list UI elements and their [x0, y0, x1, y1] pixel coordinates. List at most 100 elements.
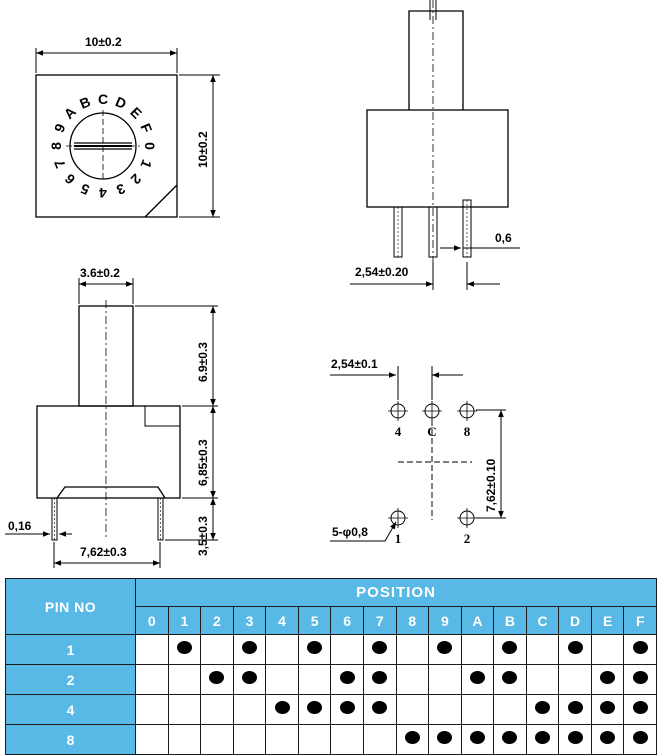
position-col-4: 4: [265, 606, 299, 635]
position-col-b: B: [493, 606, 527, 635]
cell-pin4-pos7: [362, 694, 397, 725]
position-col-8: 8: [395, 606, 430, 635]
pin-label: 4: [5, 694, 136, 725]
cell-pin4-pose: [590, 694, 625, 725]
front-view: [350, 0, 520, 290]
cell-pin1-posc: [525, 634, 560, 665]
position-col-2: 2: [200, 606, 234, 635]
cell-pin8-pos5: [297, 724, 332, 755]
cell-pin2-pos1: [167, 664, 202, 695]
dial-label-7: 7: [51, 157, 69, 171]
on-dot: [600, 730, 616, 744]
cell-pin2-posf: [623, 664, 657, 695]
on-dot: [632, 730, 648, 744]
on-dot: [567, 640, 583, 654]
cell-pin2-pos6: [330, 664, 364, 695]
on-dot: [307, 640, 323, 654]
cell-pin8-pos6: [330, 724, 364, 755]
dial-label-8: 8: [48, 142, 64, 150]
cell-pin4-pos4: [265, 694, 299, 725]
dial-label-e: E: [127, 104, 145, 122]
cell-pin2-pos2: [200, 664, 234, 695]
dial-label-5: 5: [78, 180, 92, 198]
pcb-layout: [330, 366, 506, 542]
position-col-a: A: [460, 606, 495, 635]
cell-pin2-pos9: [428, 664, 462, 695]
on-dot: [437, 640, 453, 654]
on-dot: [469, 670, 485, 684]
dial-label-6: 6: [61, 171, 78, 188]
cell-pin1-pos1: [167, 634, 202, 665]
on-dot: [339, 700, 355, 714]
dim-pcb-pitch: 2,54±0.1: [331, 357, 378, 371]
table-row: 8: [5, 724, 657, 755]
dial-label-2: 2: [128, 171, 145, 188]
cell-pin4-posb: [493, 694, 527, 725]
position-col-0: 0: [135, 606, 169, 635]
switch-body: [36, 405, 181, 499]
cell-pin4-pos8: [395, 694, 430, 725]
on-dot: [241, 670, 257, 684]
dial-label-d: D: [113, 93, 128, 112]
cell-pin2-pos3: [232, 664, 267, 695]
dial-label-f: F: [137, 121, 155, 135]
cell-pin2-pos7: [362, 664, 397, 695]
cell-pin4-pos0: [135, 694, 169, 725]
cell-pin4-pos1: [167, 694, 202, 725]
cell-pin8-pos9: [428, 724, 462, 755]
cell-pin2-posd: [558, 664, 592, 695]
on-dot: [372, 640, 388, 654]
cell-pin1-pos3: [232, 634, 267, 665]
position-col-f: F: [623, 606, 657, 635]
on-dot: [372, 670, 388, 684]
pcb-pin-label-c: C: [427, 424, 436, 439]
on-dot: [632, 670, 648, 684]
pin-label: 8: [5, 724, 136, 755]
position-col-7: 7: [362, 606, 397, 635]
cell-pin1-posa: [460, 634, 495, 665]
on-dot: [535, 730, 551, 744]
cell-pin1-pos4: [265, 634, 299, 665]
on-dot: [567, 730, 583, 744]
position-col-1: 1: [167, 606, 202, 635]
cell-pin1-pos8: [395, 634, 430, 665]
top-view: [35, 48, 220, 218]
cell-pin8-posb: [493, 724, 527, 755]
cell-pin2-posa: [460, 664, 495, 695]
on-dot: [502, 670, 518, 684]
cell-pin2-posb: [493, 664, 527, 695]
top-view-outline: [35, 74, 178, 218]
dim-top-width: 10±0.2: [85, 35, 122, 49]
on-dot: [502, 640, 518, 654]
on-dot: [339, 670, 355, 684]
on-dot: [241, 640, 257, 654]
dim-shaft-height: 6.9±0.3: [196, 342, 210, 382]
dim-shaft-width: 3.6±0.2: [80, 266, 120, 280]
cell-pin1-pose: [590, 634, 625, 665]
cell-pin1-posd: [558, 634, 592, 665]
table-row: 2: [5, 664, 657, 695]
pcb-pin-label-8: 8: [464, 424, 471, 439]
position-col-d: D: [558, 606, 592, 635]
cell-pin8-pos2: [200, 724, 234, 755]
on-dot: [632, 700, 648, 714]
position-col-3: 3: [232, 606, 267, 635]
cell-pin2-pose: [590, 664, 625, 695]
dim-hole-spec: 5-φ0,8: [332, 525, 368, 539]
dim-pin-span: 7,62±0.3: [80, 545, 127, 559]
cell-pin2-pos8: [395, 664, 430, 695]
side-view: [5, 278, 218, 568]
on-dot: [632, 640, 648, 654]
cell-pin8-pos4: [265, 724, 299, 755]
cell-pin8-posa: [460, 724, 495, 755]
cell-pin1-pos0: [135, 634, 169, 665]
on-dot: [437, 730, 453, 744]
on-dot: [535, 700, 551, 714]
cell-pin2-pos4: [265, 664, 299, 695]
cell-pin8-posf: [623, 724, 657, 755]
cell-pin1-pos2: [200, 634, 234, 665]
cell-pin2-pos5: [297, 664, 332, 695]
dim-pin-height: 3,5±0.3: [196, 516, 210, 556]
